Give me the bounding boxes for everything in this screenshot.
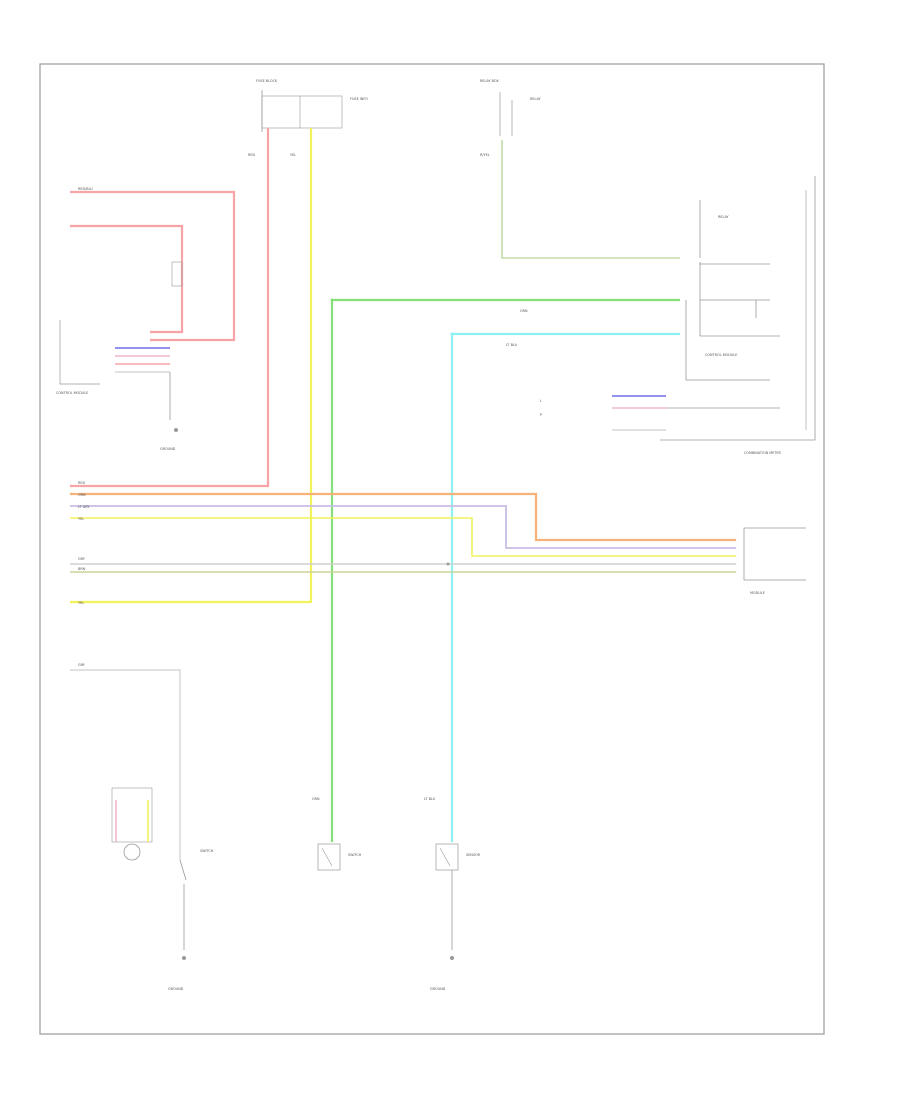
bus-1-label: RED [78, 481, 85, 485]
ground-3-label: GROUND [430, 987, 446, 991]
bottom-left-wire-label: GRY [78, 663, 86, 667]
right-bottom-module: MODULE [743, 527, 806, 595]
sensor-cyan: SENSOR GROUND [430, 843, 481, 991]
right-relay-module: RELAY CONTROL MODULE [685, 200, 780, 381]
can-high-label: L [540, 399, 542, 403]
combination-meter-label: COMBINATION METER [744, 451, 782, 455]
green-sensor-bottom-label: GRN [312, 797, 320, 801]
bus-5-label: GRY [78, 557, 86, 561]
ground-1-label: GROUND [160, 447, 176, 451]
left-control-module-label: CONTROL MODULE [56, 391, 88, 395]
bus-2-label: ORN [78, 493, 86, 497]
bus-7-label: YEL [78, 601, 84, 605]
bus-6-label: BRN [78, 567, 86, 571]
bus-wire-3 [70, 505, 736, 549]
left-red-wire-label: RED/BLU [78, 187, 93, 191]
bus-3-label: LT GRY [78, 505, 90, 509]
cyan-sensor-wire [450, 332, 680, 842]
yellow-fuse-wire [70, 128, 313, 604]
left-relay-coil [171, 261, 183, 287]
bus-wire-4 [70, 517, 736, 557]
left-red-wire-2 [70, 224, 184, 334]
bottom-switch-assembly: SWITCH GROUND [111, 787, 214, 991]
splice-green [330, 298, 334, 302]
diagram-frame [39, 63, 825, 1035]
bottom-left-wire [70, 669, 181, 860]
relay-name: RELAY [718, 215, 730, 219]
bus-4-label: YEL [78, 517, 84, 521]
can-low-label: P [540, 413, 542, 417]
red-fuse-wire [70, 128, 270, 488]
splice-gray [446, 562, 450, 566]
fuse-block: FUSE BLOCK FUSE INFO [256, 79, 368, 132]
fuse-block-title: FUSE BLOCK [256, 79, 278, 83]
relay-box-notes: RELAY [530, 97, 542, 101]
splice-cyan [450, 332, 454, 336]
cyan-sensor-bottom-label: LT BLU [424, 797, 436, 801]
switch-1-label: SWITCH [200, 849, 214, 853]
can-lines: L P [540, 395, 780, 431]
relay-box-title: RELAY BOX [480, 79, 499, 83]
sensor-green: SWITCH [317, 843, 362, 871]
relay-feed-wire-label: R/YEL [480, 153, 490, 157]
right-bottom-module-label: MODULE [750, 591, 765, 595]
relay-feed-wire [501, 140, 680, 259]
cyan-sensor-wire-label: LT BLU [506, 343, 518, 347]
combination-meter: COMBINATION METER [660, 176, 816, 455]
green-sensor-wire [330, 298, 680, 842]
left-control-module: CONTROL MODULE GROUND [56, 320, 178, 451]
right-module-label: CONTROL MODULE [705, 353, 737, 357]
yellow-fuse-wire-label: YEL [290, 153, 296, 157]
sensor-notes: SENSOR [466, 853, 481, 857]
relay-box: RELAY BOX RELAY [480, 79, 542, 136]
fuse-block-notes: FUSE INFO [350, 97, 368, 101]
green-sensor-wire-label: GRN [520, 309, 528, 313]
left-red-wire-top [70, 190, 236, 342]
red-fuse-wire-label: RED [248, 153, 255, 157]
bus-wire-2 [70, 492, 736, 542]
ground-2-label: GROUND [168, 987, 184, 991]
switch-2-label: SWITCH [348, 853, 362, 857]
